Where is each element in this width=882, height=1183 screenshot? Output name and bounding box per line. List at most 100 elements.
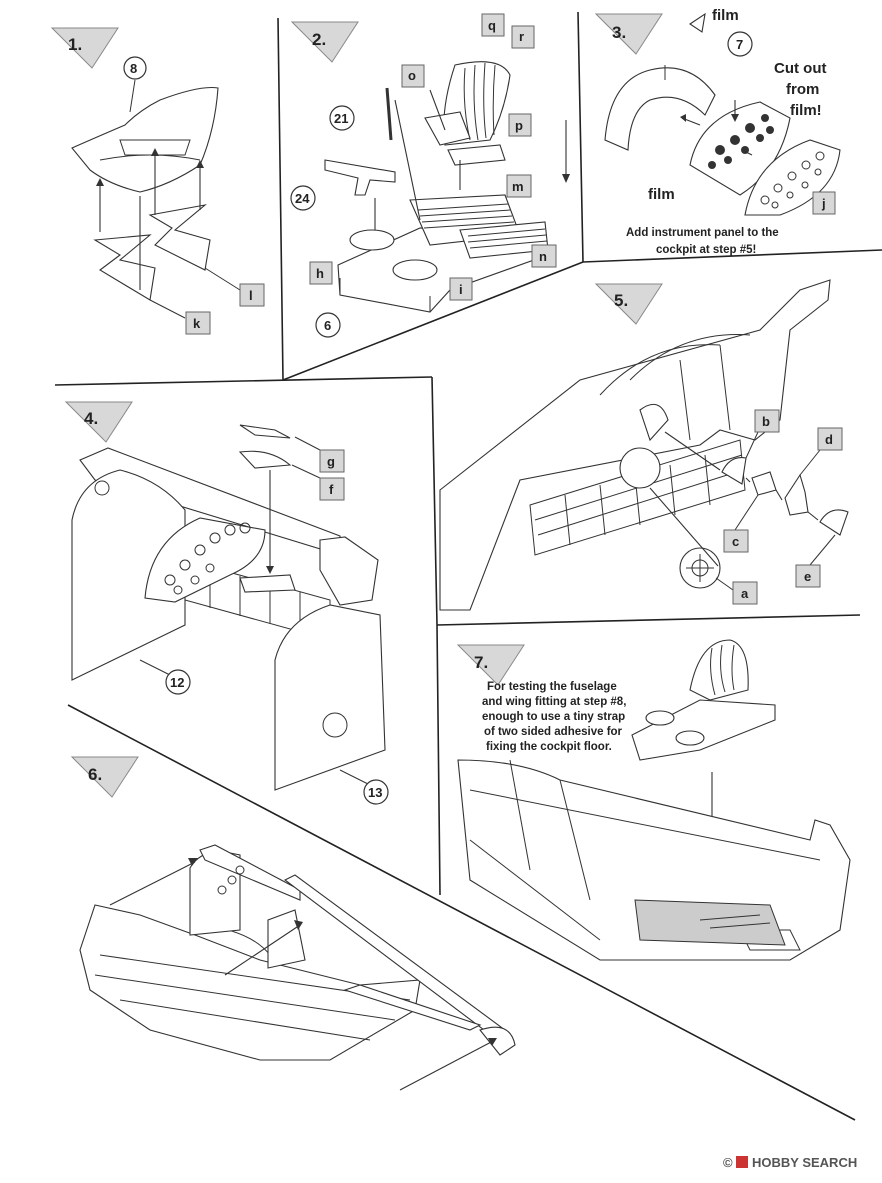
step-5-number: 5. [614,291,628,310]
step-7-note-line-4: of two sided adhesive for [484,726,623,738]
label-part-g: g [319,449,345,473]
label-d-text: d [825,432,833,447]
separator-6-7 [67,704,856,1121]
separator-1-4 [54,376,433,386]
label-13-text: 13 [368,785,382,800]
label-e-text: e [804,569,811,584]
hobby-search-logo-icon [736,1156,748,1168]
step-1-marker: 1. [50,27,119,69]
seat-pan-part-o [424,111,471,146]
step-7-note-line-5: fixing the cockpit floor. [486,741,612,753]
part-f [238,450,292,469]
step-5-marker: 5. [594,283,663,325]
step-3-note-line-1: Add instrument panel to the [626,227,779,239]
part-c [751,471,777,496]
label-part-13: 13 [363,779,389,805]
label-part-21: 21 [329,105,355,131]
watermark-symbol: © [723,1155,733,1170]
label-h-text: h [316,266,324,281]
label-8-text: 8 [130,61,137,76]
step-2-marker: 2. [290,21,359,63]
label-a-text: a [741,586,749,601]
step-2-drawing [324,61,570,313]
label-part-n: n [531,244,557,268]
separator-3-5 [582,249,882,263]
fuselage-half [79,904,421,1061]
step-3-drawing [604,12,841,216]
label-21-text: 21 [334,111,348,126]
separator-2-3 [577,11,584,263]
cut-out-text-2: from [786,81,819,98]
step-7-drawing [457,639,851,961]
label-part-h: h [309,261,333,285]
watermark-text: HOBBY SEARCH [752,1155,857,1170]
label-r-text: r [519,29,524,44]
step-6-drawing [79,844,516,1091]
step-3-note-line-2: cockpit at step #5! [656,244,756,256]
step-7-note-line-1: For testing the fuselage [487,681,617,693]
label-part-p: p [508,113,532,137]
seat-frame-part-k [93,234,156,301]
step-1-drawing [71,79,241,319]
label-part-i: i [449,277,473,301]
label-c-text: c [732,534,739,549]
label-part-r: r [511,25,535,49]
step-3-number: 3. [612,23,626,42]
seat-mount-part-p [447,144,506,166]
film-piece-top [689,12,706,33]
label-j-text: j [821,196,826,211]
label-part-m: m [506,174,532,198]
label-part-24: 24 [290,185,316,211]
label-part-j: j [812,191,836,215]
panel-coaming-part-7 [604,67,716,151]
bulkhead-part-12 [71,469,186,681]
label-g-text: g [327,454,335,469]
label-q-text: q [488,18,496,33]
label-m-text: m [512,179,524,194]
label-o-text: o [408,68,416,83]
film-label-top: film [712,7,739,24]
separator-4-7 [436,624,441,896]
label-part-f: f [319,477,345,501]
hobby-search-watermark: © HOBBY SEARCH [723,1155,857,1170]
step-4-number: 4. [84,409,98,428]
step-2-number: 2. [312,30,326,49]
label-12-text: 12 [170,675,184,690]
step-7-note-line-2: and wing fitting at step #8, [482,696,626,708]
part-d [784,473,809,516]
label-n-text: n [539,249,547,264]
step-4-drawing [71,424,386,791]
film-label-bottom: film [648,186,675,203]
label-part-7: 7 [727,31,753,57]
step-3-marker: 3. [594,13,663,55]
label-f-text: f [329,482,334,497]
label-7-text: 7 [736,37,743,52]
cut-out-text-1: Cut out [774,60,826,77]
part-b [721,457,747,485]
label-part-e: e [795,564,821,588]
label-part-l: l [239,283,265,307]
step-6-number: 6. [88,765,102,784]
label-part-c: c [723,529,749,553]
label-part-d: d [817,427,843,451]
step-1-number: 1. [68,35,82,54]
label-24-text: 24 [295,191,310,206]
label-p-text: p [515,118,523,133]
label-part-12: 12 [165,669,191,695]
seat-frame-part-l [148,204,211,271]
label-i-text: i [459,282,463,297]
step-7-note-line-3: enough to use a tiny strap [482,711,625,723]
instrument-panel-part-j [744,139,841,216]
step-6-marker: 6. [70,756,139,798]
label-part-q: q [481,13,505,37]
label-part-6: 6 [315,312,341,338]
label-l-text: l [249,288,253,303]
part-24 [324,159,396,196]
label-part-b: b [754,409,780,433]
separator-1-2 [277,17,284,381]
panel-separators [54,11,882,1121]
separator-4-5 [431,376,438,626]
fuselage-half-interior [439,279,831,611]
label-part-k: k [185,311,211,335]
